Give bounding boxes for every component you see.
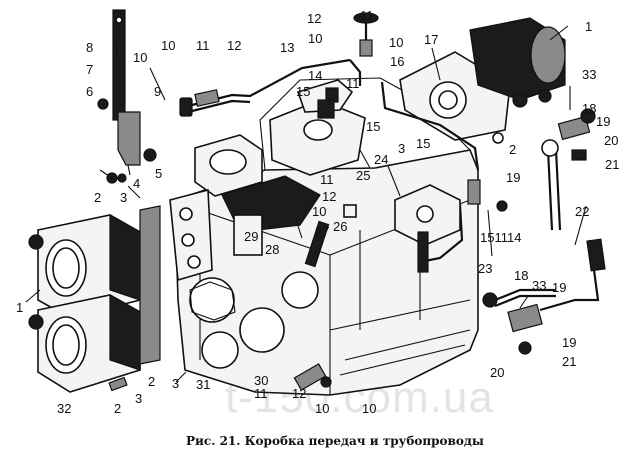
callout-label: 17	[424, 32, 438, 47]
callout-label: 11	[254, 386, 268, 401]
callout-label: 11	[360, 8, 374, 23]
callout-label: 19	[552, 280, 566, 295]
callout-label: 1	[585, 19, 592, 34]
callout-label: 20	[604, 133, 618, 148]
callout-label: 3	[120, 190, 127, 205]
fittings	[106, 12, 596, 392]
callout-label: 2	[114, 401, 121, 416]
callout-label: 1	[16, 300, 23, 315]
callout-label: 16	[390, 54, 404, 69]
callout-label: 20	[490, 365, 504, 380]
callout-label: 25	[356, 168, 370, 183]
callout-label: 29	[244, 229, 258, 244]
callout-label: 24	[374, 152, 388, 167]
oil-filter-lower	[28, 293, 141, 393]
callout-label: 21	[562, 354, 576, 369]
figure-caption: Рис. 21. Коробка передач и трубопроводы	[186, 434, 484, 448]
side-plate	[169, 188, 263, 282]
callout-label: 11	[196, 38, 210, 53]
callout-label: 12	[227, 38, 241, 53]
callout-label: 2	[509, 142, 516, 157]
callout-label: 10	[362, 401, 376, 416]
callout-label: 26	[333, 219, 347, 234]
callout-label: 15	[296, 84, 310, 99]
callout-label: 23	[478, 261, 492, 276]
callout-label: 19	[596, 114, 610, 129]
callout-label: 19	[562, 335, 576, 350]
callout-label: 2	[148, 374, 155, 389]
callout-label: 19	[506, 170, 520, 185]
callout-label: 22	[575, 204, 589, 219]
callout-label: 5	[155, 166, 162, 181]
callout-label: 4	[133, 176, 140, 191]
callout-label: 30	[254, 373, 268, 388]
oil-filter-upper	[28, 213, 141, 319]
callout-label: 7	[86, 62, 93, 77]
callout-label: 21	[605, 157, 619, 172]
callout-label: 32	[57, 401, 71, 416]
callout-label: 12	[307, 11, 321, 26]
callout-label: 9	[154, 84, 161, 99]
callout-label: 10	[312, 204, 326, 219]
callout-label: 15	[416, 136, 430, 151]
callout-label: 10	[308, 31, 322, 46]
callout-label: 8	[86, 40, 93, 55]
callout-label: 12	[322, 189, 336, 204]
callout-label: 11	[320, 172, 334, 187]
callout-label: 28	[265, 242, 279, 257]
callout-label: 27	[315, 224, 329, 239]
callout-label: 3	[398, 141, 405, 156]
callout-label: 13	[280, 40, 294, 55]
callout-label: 11	[346, 76, 360, 91]
callout-label: 31	[196, 377, 210, 392]
callout-label: 12	[292, 386, 306, 401]
callout-label: 14	[308, 68, 322, 83]
callout-label: 33	[532, 278, 546, 293]
callout-label: 33	[582, 67, 596, 82]
callout-label: 6	[86, 84, 93, 99]
oil-filter-right	[399, 17, 566, 141]
callout-label: 3	[135, 391, 142, 406]
leader-lines	[25, 25, 587, 383]
callout-label: 15	[366, 119, 380, 134]
callout-label: 10	[315, 401, 329, 416]
callout-label: 151114	[480, 230, 521, 245]
callout-label: 10	[389, 35, 403, 50]
callout-label: 10	[133, 50, 147, 65]
callout-label: 2	[94, 190, 101, 205]
callout-label: 18	[582, 101, 596, 116]
lever-bracket	[97, 9, 157, 176]
callout-labels: 1 1 2 2 2 2 3 3 3 3 4 5 6 7 8 9 10 10 10…	[16, 8, 619, 416]
callout-label: 18	[514, 268, 528, 283]
filter-bracket	[139, 205, 161, 365]
callout-label: 10	[161, 38, 175, 53]
callout-label: 3	[172, 376, 179, 391]
